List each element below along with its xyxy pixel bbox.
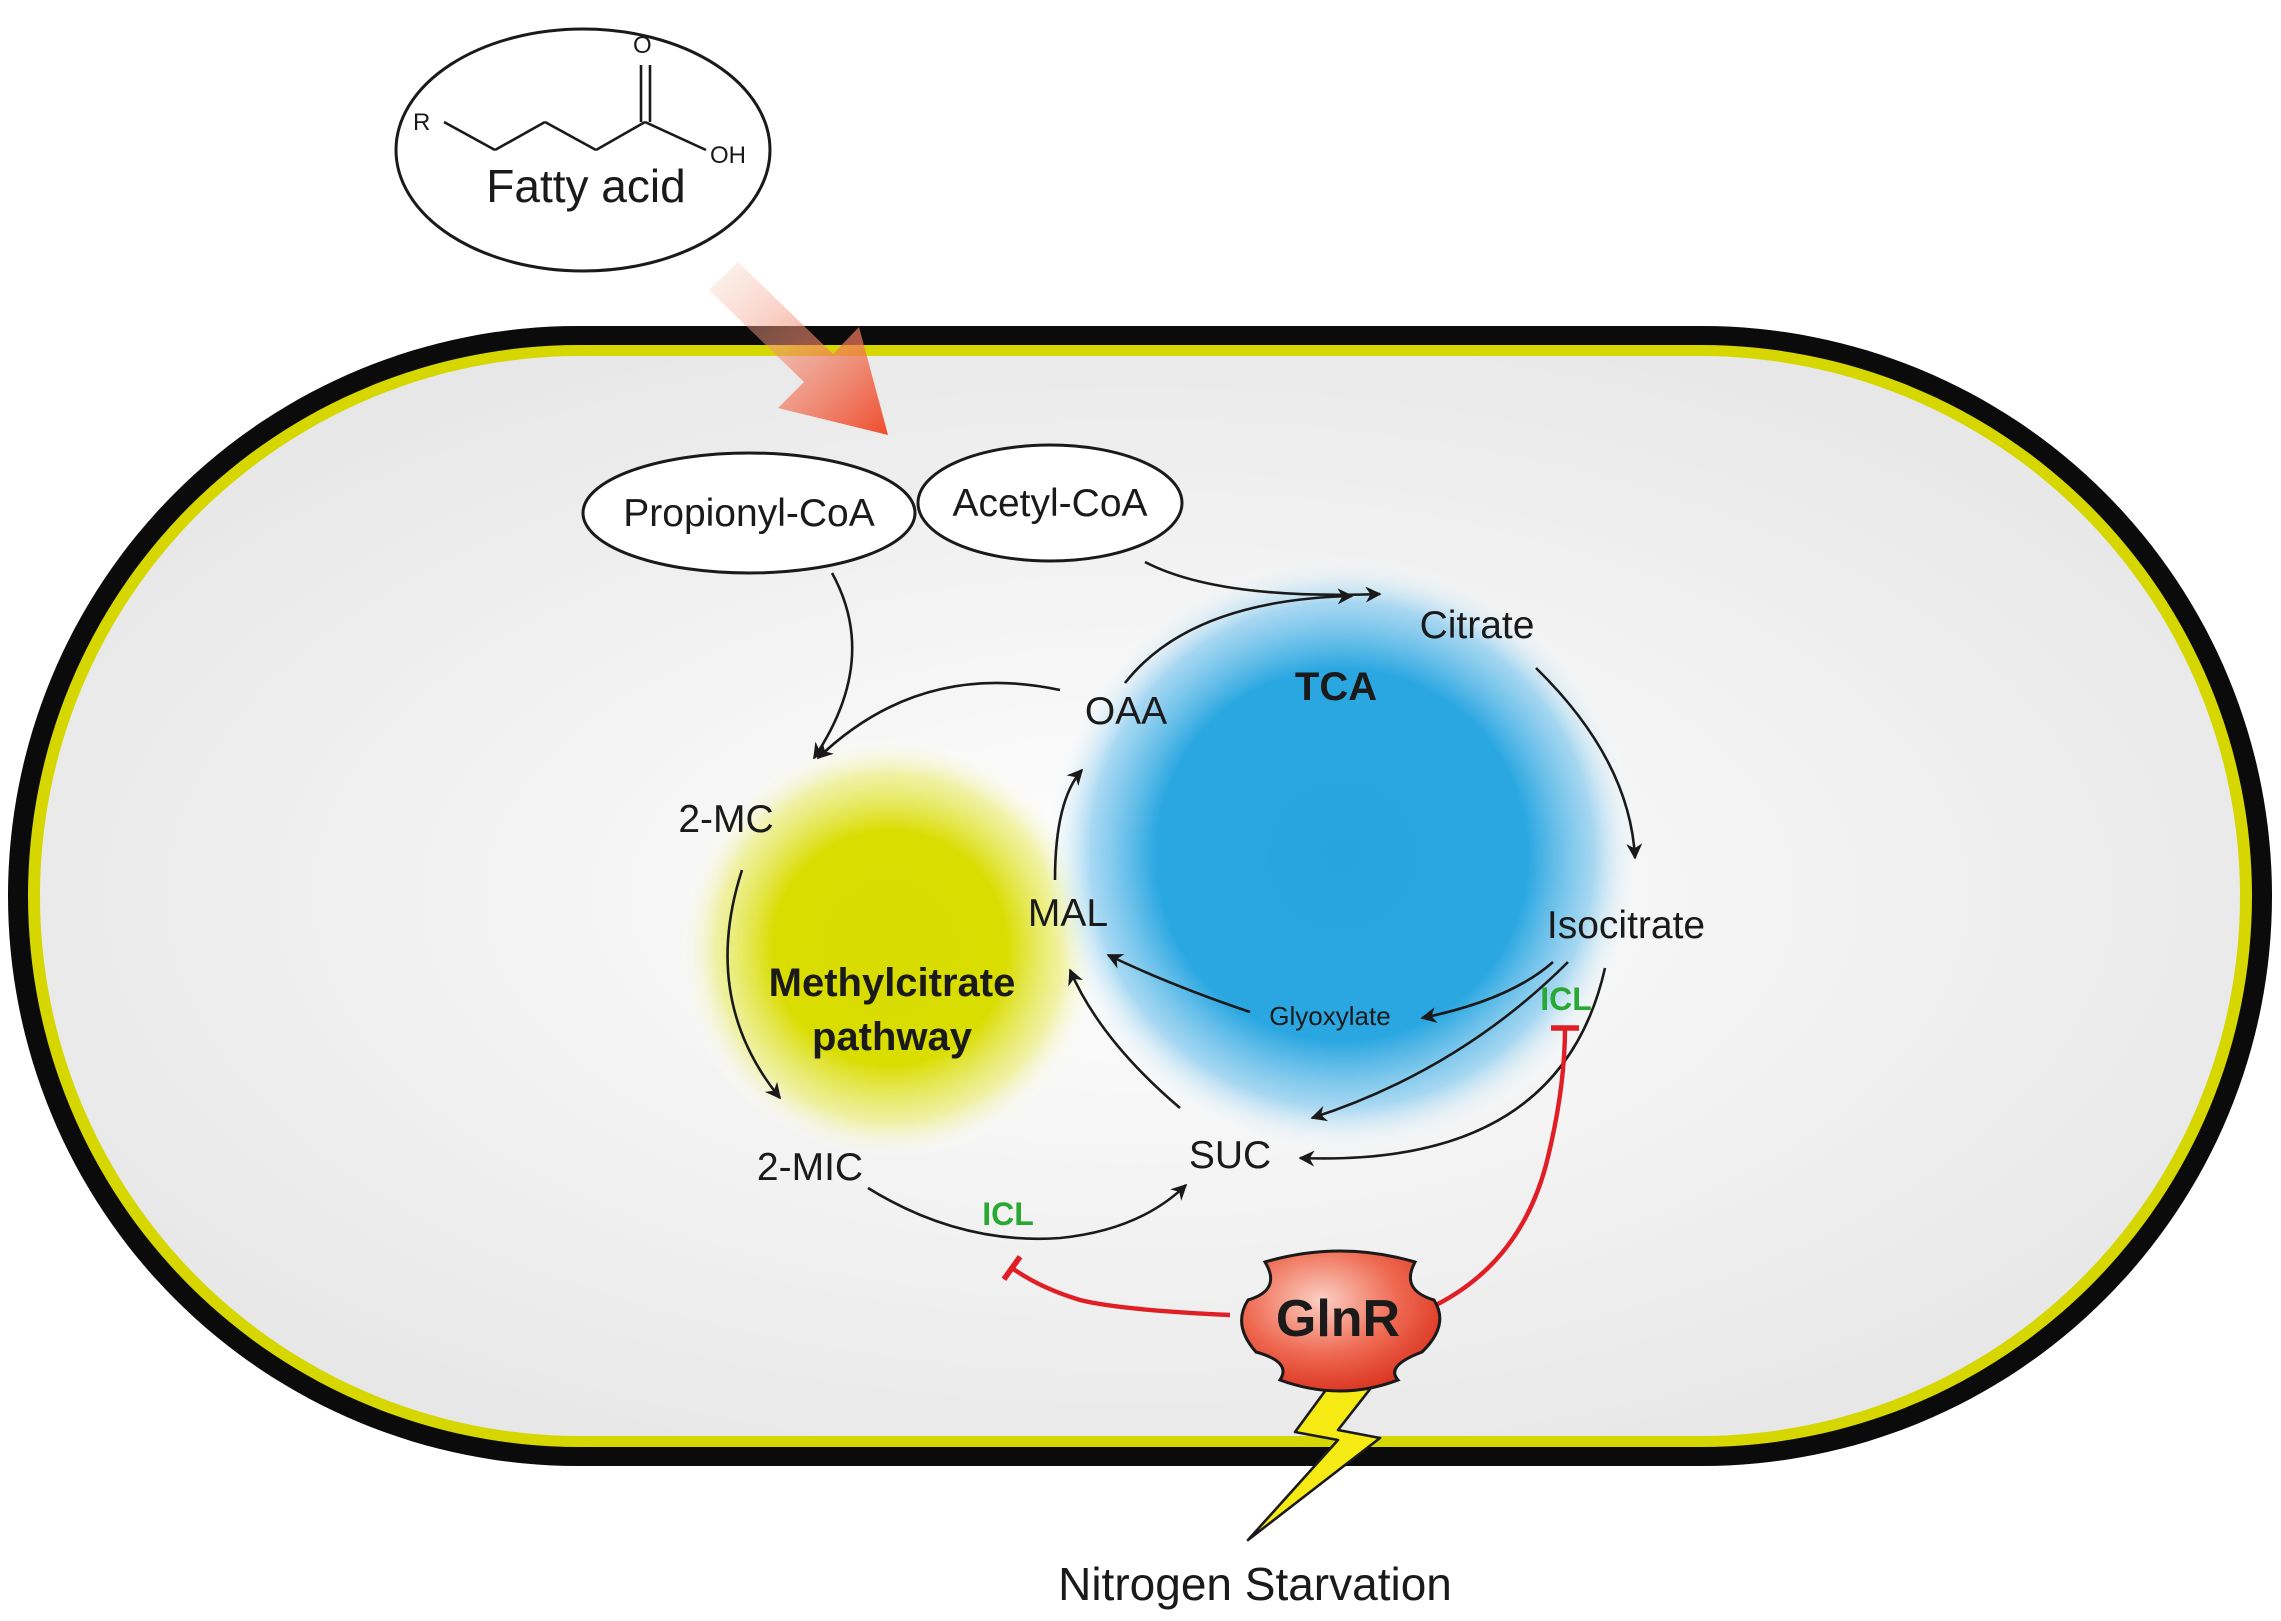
oaa-label: OAA: [1085, 690, 1167, 733]
arrow-2mc-2mic: [726, 869, 782, 1100]
atom-OH: OH: [710, 142, 746, 169]
arrow-isocitrate-suc-inner: [1310, 961, 1569, 1122]
arrow-oaa-citrate: [1123, 588, 1354, 684]
atom-O: O: [633, 32, 652, 59]
arrow-mal-oaa: [1053, 768, 1084, 881]
methylcitrate-blob: [678, 736, 1102, 1160]
fatty-acid-molecule: R O OH Fatty acid: [394, 27, 772, 273]
glyoxylate-label: Glyoxylate: [1269, 1001, 1390, 1031]
arrow-glyoxylate-mal: [1106, 953, 1251, 1014]
isocitrate-label: Isocitrate: [1547, 904, 1705, 947]
inhibition-icl-glyoxylate: [1434, 1025, 1580, 1307]
fatty-acid-structure: [443, 65, 707, 152]
fatty-acid-uptake-arrow: [709, 262, 888, 435]
inhibition-icl-methylcitrate: [1001, 1254, 1231, 1318]
arrow-propionylcoa-2mc: [812, 572, 854, 760]
icl-glyoxylate-label: ICL: [1540, 981, 1592, 1017]
citrate-label: Citrate: [1420, 604, 1535, 647]
propionyl-coa-label: Propionyl-CoA: [623, 492, 874, 535]
arrow-suc-mal: [1068, 968, 1181, 1109]
mal-label: MAL: [1028, 892, 1108, 935]
fatty-acid-label: Fatty acid: [486, 160, 685, 212]
nitrogen-starvation-label: Nitrogen Starvation: [1058, 1558, 1452, 1610]
two-mic-label: 2-MIC: [757, 1146, 863, 1189]
arrow-isocitrate-suc-outer: [1298, 967, 1607, 1167]
arrow-oaa-2mc: [816, 681, 1061, 760]
reaction-arrows: [726, 560, 1643, 1241]
suc-label: SUC: [1189, 1134, 1271, 1177]
glnr-label: GlnR: [1276, 1290, 1400, 1348]
propionyl-coa-node: Propionyl-CoA: [581, 451, 917, 575]
acetyl-coa-node: Acetyl-CoA: [916, 443, 1184, 563]
icl-methylcitrate-label: ICL: [982, 1196, 1034, 1232]
glnr-inhibition-lines: [1001, 1025, 1580, 1318]
acetyl-coa-label: Acetyl-CoA: [952, 482, 1147, 525]
tca-label: TCA: [1295, 665, 1377, 709]
atom-R: R: [413, 109, 430, 136]
arrow-2mic-suc: [867, 1183, 1188, 1241]
tca-blob: [1042, 555, 1642, 1155]
arrow-isocitrate-glyoxylate: [1420, 961, 1554, 1023]
two-mc-label: 2-MC: [678, 798, 773, 841]
glnr-regulator: GlnR: [1240, 1249, 1442, 1393]
methylcitrate-label-line1: Methylcitrate: [769, 961, 1016, 1005]
methylcitrate-label-line2: pathway: [812, 1015, 973, 1059]
arrow-citrate-isocitrate: [1535, 667, 1643, 860]
